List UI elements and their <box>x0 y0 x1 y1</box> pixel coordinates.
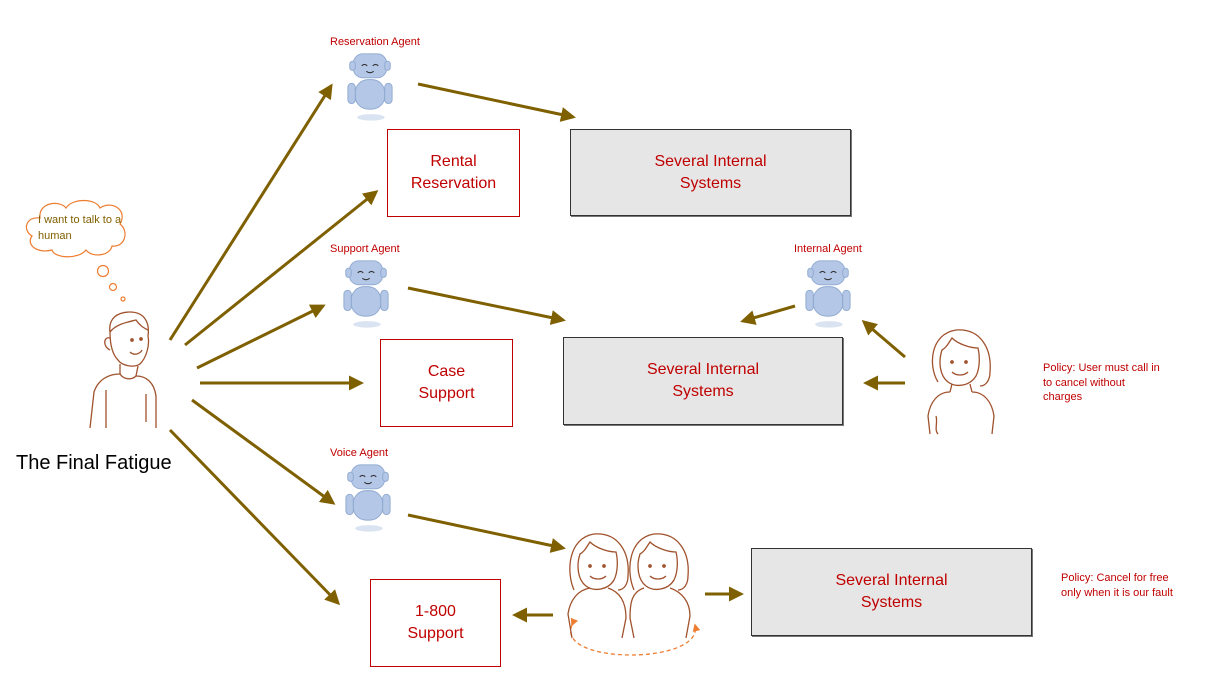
box-line: Support <box>418 385 475 402</box>
internal-agent-robot-icon <box>805 260 851 328</box>
internal-agent-label: Internal Agent <box>794 243 862 255</box>
policy-note-middle: Policy: User must call in to cancel with… <box>1043 362 1160 403</box>
transfer-loop-arrow <box>570 617 701 656</box>
box-line: Systems <box>672 383 734 400</box>
box-line: Rental <box>430 153 477 170</box>
box-line: 1-800 <box>415 603 456 620</box>
reservation-agent-robot-icon <box>347 53 393 121</box>
voice-agent-label: Voice Agent <box>330 447 389 459</box>
arrow-voice-agent-to-call-agents <box>407 513 566 553</box>
arrow-user-to-rental-reservation <box>184 190 379 347</box>
arrow-employee-to-internal-agent <box>861 320 906 359</box>
call-center-agents-icon <box>567 533 691 639</box>
box-line: Reservation <box>410 175 497 192</box>
voice-agent-robot-icon <box>345 464 391 532</box>
box-line: Support <box>407 625 464 642</box>
arrow-reservation-agent-to-systems <box>417 82 576 122</box>
reservation-agent-label: Reservation Agent <box>330 36 420 48</box>
policy-note-bottom: Policy: Cancel for free only when it is … <box>1061 572 1173 599</box>
box-line: Several Internal <box>835 572 948 589</box>
arrow-user-to-phone-support <box>168 428 341 606</box>
employee-icon <box>927 329 995 435</box>
thought-text: I want to talk to a human <box>38 214 122 242</box>
support-agent-robot-icon <box>343 260 389 328</box>
box-line: Several Internal <box>654 152 767 170</box>
arrow-user-to-support-agent <box>196 304 326 370</box>
box-line: Case <box>427 363 466 380</box>
box-line: Several Internal <box>646 361 760 378</box>
arrow-user-to-voice-agent <box>191 398 336 505</box>
user-icon <box>89 311 157 429</box>
arrow-support-agent-to-systems <box>407 286 566 325</box>
diagram-title: The Final Fatigue <box>16 452 172 474</box>
arrow-internal-agent-to-systems <box>740 304 796 325</box>
box-line: Systems <box>860 594 923 611</box>
box-line: Systems <box>679 174 742 192</box>
arrow-user-to-reservation-agent <box>168 83 333 341</box>
support-agent-label: Support Agent <box>330 243 400 255</box>
thought-bubble <box>25 199 126 302</box>
